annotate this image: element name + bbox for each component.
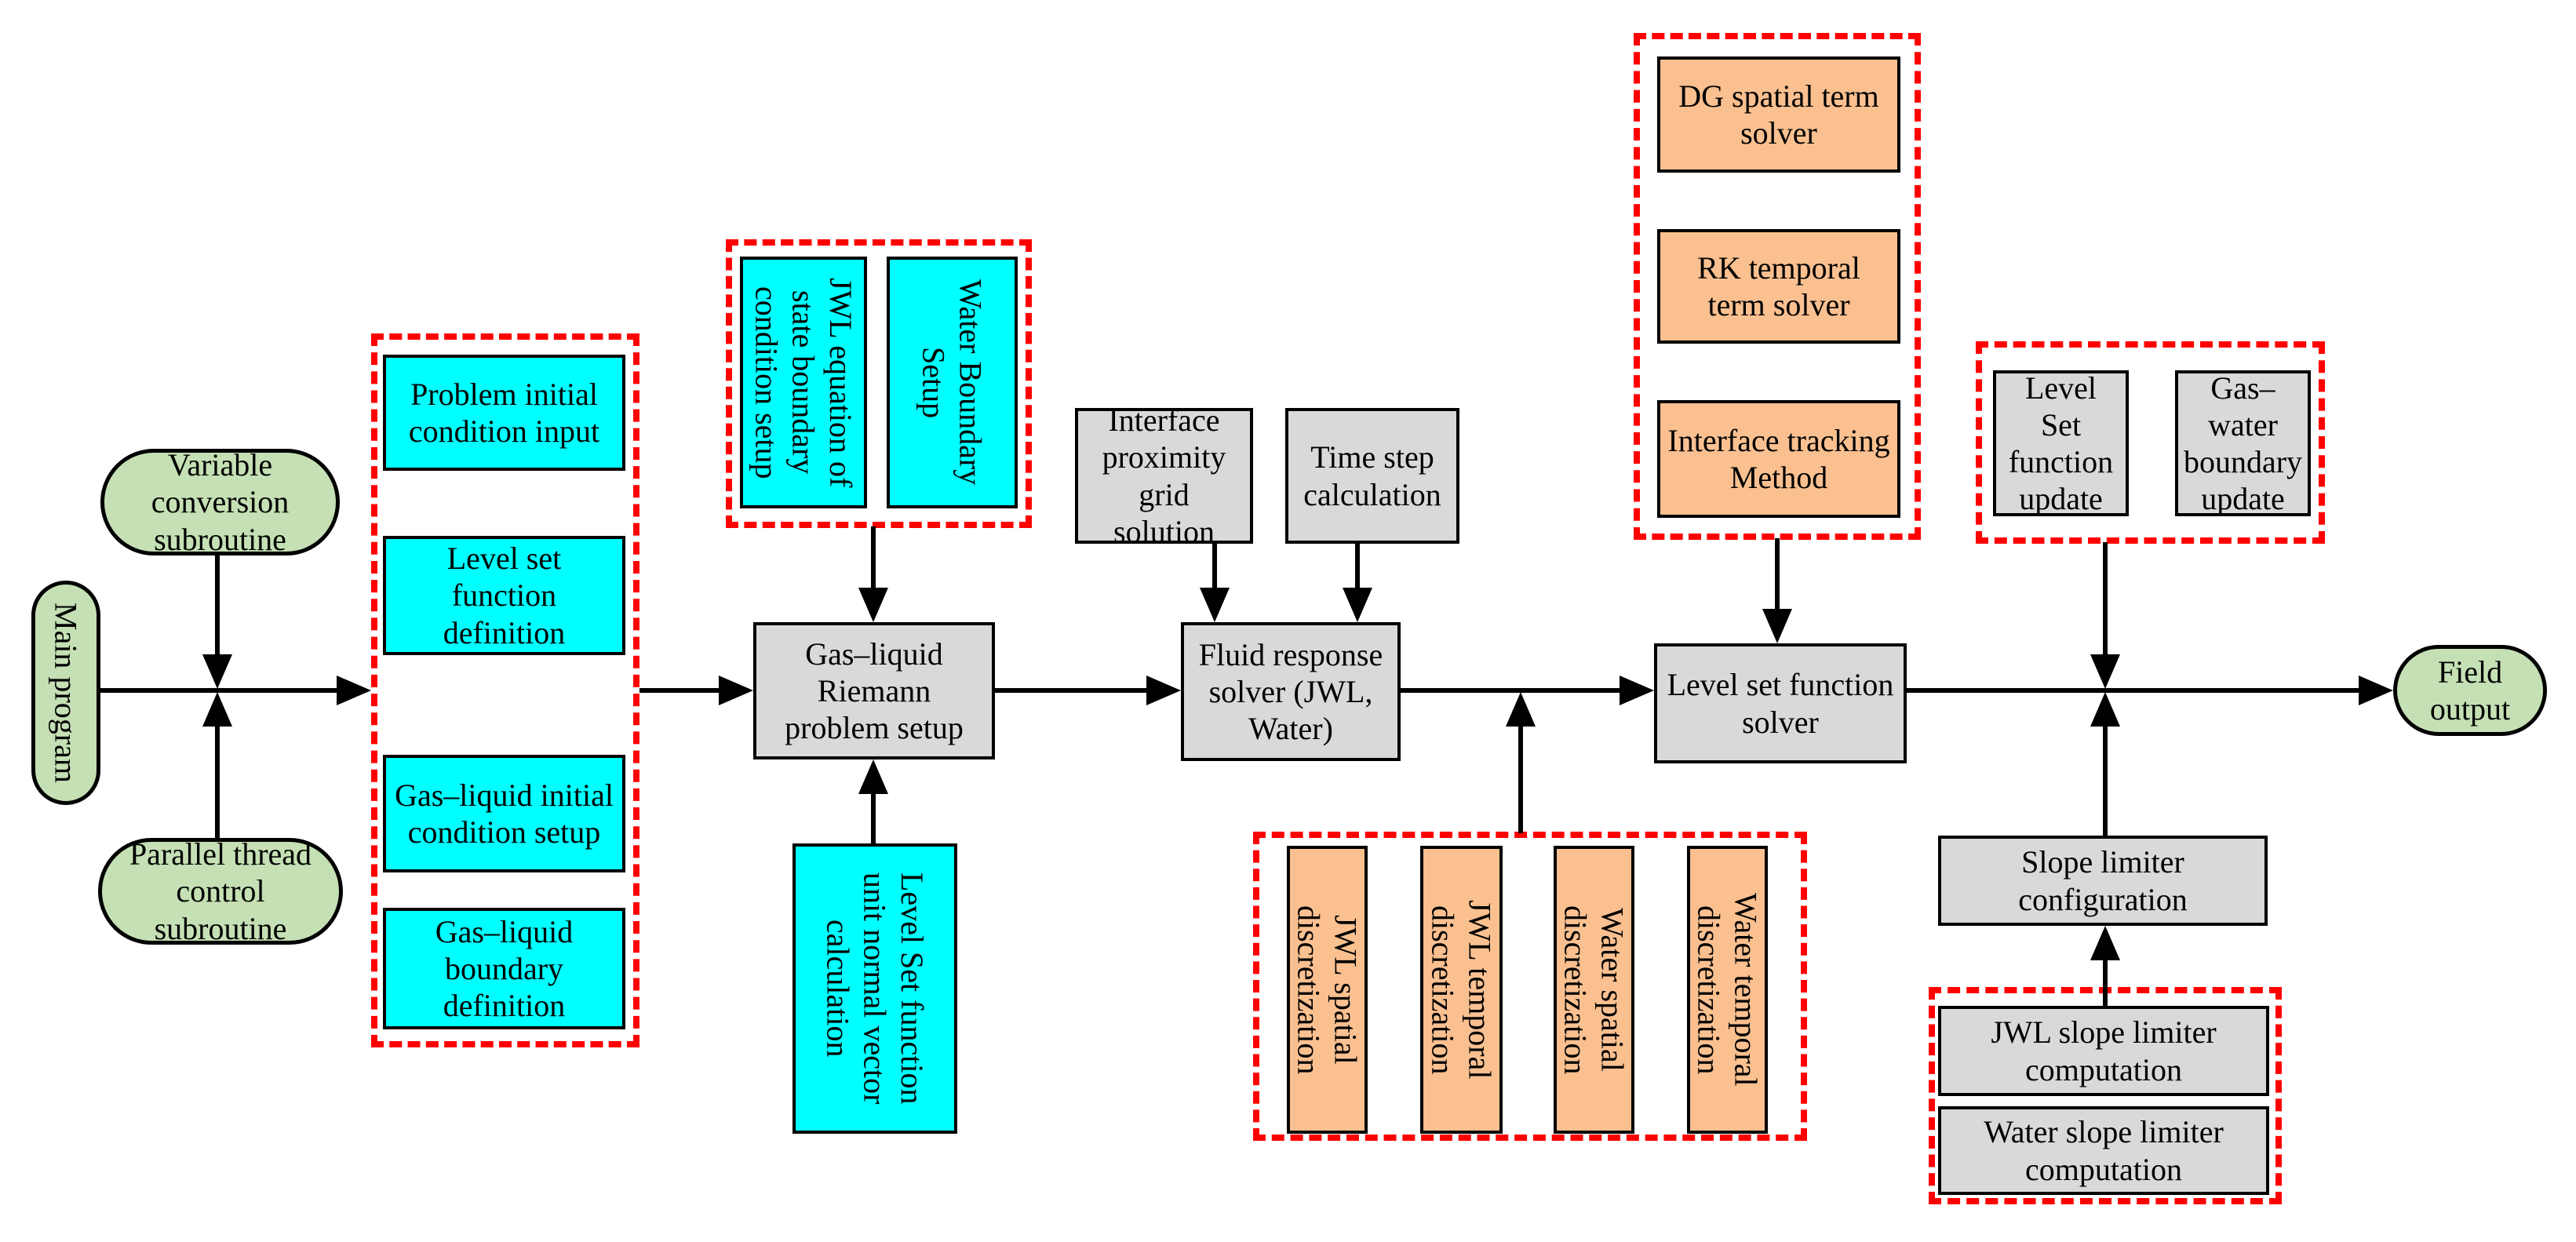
node-jwl-temporal: JWL temporal discretization xyxy=(1420,846,1503,1134)
node-ls-normal-vector: Level Set function unit normal vector ca… xyxy=(792,843,957,1134)
node-variable-conversion: Variable conversion subroutine xyxy=(100,447,340,557)
node-ls-update-label: Level Set function update xyxy=(2008,370,2114,517)
node-gas-liquid-initial: Gas–liquid initial condition setup xyxy=(383,755,625,872)
node-jwl-slope-label: JWL slope limiter computation xyxy=(1991,1014,2217,1087)
node-ls-update: Level Set function update xyxy=(1993,370,2129,516)
arrowhead-term-solvers xyxy=(1762,609,1792,643)
node-interface-tracking-label: Interface tracking Method xyxy=(1667,422,1890,495)
node-level-set-definition: Level set function definition xyxy=(383,536,625,655)
node-gas-water-update: Gas–water boundary update xyxy=(2175,370,2311,516)
node-jwl-eos-boundary-label: JWL equation of state boundary condition… xyxy=(749,277,858,488)
node-gas-liquid-initial-label: Gas–liquid initial condition setup xyxy=(395,777,614,850)
connector-discretization-up xyxy=(1518,723,1523,833)
group-term-solvers xyxy=(1634,33,1921,540)
node-jwl-temporal-label: JWL temporal discretization xyxy=(1425,900,1498,1080)
node-water-temporal: Water temporal discretization xyxy=(1687,846,1768,1134)
arrowhead-variable-conversion xyxy=(202,654,232,689)
group-update xyxy=(1976,341,2325,544)
arrowhead-update xyxy=(2090,654,2120,689)
node-riemann-setup-label: Gas–liquid Riemann problem setup xyxy=(785,636,964,746)
node-rk-temporal: RK temporal term solver xyxy=(1657,229,1900,344)
arrowhead-into-lssolver xyxy=(1620,676,1654,705)
connector-lssolver-to-output xyxy=(1907,688,2362,693)
connector-slope-computation-up xyxy=(2103,957,2108,1006)
node-gas-liquid-boundary-label: Gas–liquid boundary definition xyxy=(435,913,574,1024)
arrowhead-boundary-setup xyxy=(858,588,888,622)
group-discretization xyxy=(1253,832,1807,1141)
node-dg-spatial: DG spatial term solver xyxy=(1657,56,1900,173)
node-slope-config: Slope limiter configuration xyxy=(1938,836,2268,926)
node-time-step-label: Time step calculation xyxy=(1303,439,1441,512)
node-jwl-eos-boundary: JWL equation of state boundary condition… xyxy=(740,257,867,508)
node-problem-initial: Problem initial condition input xyxy=(383,355,625,471)
connector-inputs-to-riemann xyxy=(639,688,722,693)
arrowhead-slope-computation xyxy=(2090,926,2120,960)
node-slope-config-label: Slope limiter configuration xyxy=(2018,844,2188,917)
node-interface-tracking: Interface tracking Method xyxy=(1657,400,1900,518)
node-water-spatial: Water spatial discretization xyxy=(1554,846,1634,1134)
connector-variable-conversion-down xyxy=(215,554,220,657)
node-parallel-thread: Parallel thread control subroutine xyxy=(98,836,343,946)
node-time-step: Time step calculation xyxy=(1285,408,1459,544)
group-boundary-condition-setup xyxy=(726,239,1032,528)
connector-term-solvers-down xyxy=(1775,538,1780,611)
arrowhead-discretization xyxy=(1506,692,1536,727)
node-ls-solver: Level set function solver xyxy=(1654,643,1907,763)
connector-boundary-setup-down xyxy=(871,526,876,590)
arrowhead-into-riemann xyxy=(719,676,753,705)
node-water-slope-label: Water slope limiter computation xyxy=(1984,1114,2224,1187)
node-main-program: Main program xyxy=(31,581,100,805)
node-field-output-label: Field output xyxy=(2429,654,2511,727)
arrowhead-into-output xyxy=(2359,676,2393,705)
node-ls-solver-label: Level set function solver xyxy=(1667,667,1894,740)
node-water-boundary-label: Water Boundary Setup xyxy=(916,279,989,486)
arrowhead-proximity xyxy=(1200,588,1230,622)
node-field-output: Field output xyxy=(2393,645,2547,736)
connector-parallel-thread-up xyxy=(215,723,220,838)
arrowhead-slope-config xyxy=(2090,692,2120,727)
connector-riemann-to-fluid xyxy=(995,688,1150,693)
arrowhead-into-inputs xyxy=(337,676,371,705)
node-riemann-setup: Gas–liquid Riemann problem setup xyxy=(753,622,995,759)
node-rk-temporal-label: RK temporal term solver xyxy=(1697,249,1860,322)
connector-normal-vector-up xyxy=(871,791,876,843)
node-interface-proximity: Interface proximity grid solution xyxy=(1075,402,1253,549)
node-jwl-spatial: JWL spatial discretization xyxy=(1287,846,1368,1134)
node-ls-normal-vector-label: Level Set function unit normal vector ca… xyxy=(820,872,930,1105)
node-parallel-thread-label: Parallel thread control subroutine xyxy=(129,836,312,946)
node-fluid-solver-label: Fluid response solver (JWL, Water) xyxy=(1198,636,1383,747)
connector-main-to-inputs xyxy=(100,688,340,693)
node-water-spatial-label: Water spatial discretization xyxy=(1558,905,1630,1075)
node-jwl-slope: JWL slope limiter computation xyxy=(1938,1006,2269,1096)
node-jwl-spatial-label: JWL spatial discretization xyxy=(1291,905,1364,1075)
node-main-program-label: Main program xyxy=(48,603,84,783)
arrowhead-into-fluid xyxy=(1146,676,1181,705)
connector-timestep-down xyxy=(1355,542,1360,590)
arrowhead-normal-vector xyxy=(858,759,888,794)
connector-proximity-down xyxy=(1212,542,1217,590)
node-water-temporal-label: Water temporal discretization xyxy=(1691,893,1764,1087)
group-initial-condition-inputs xyxy=(371,333,639,1047)
node-fluid-solver: Fluid response solver (JWL, Water) xyxy=(1181,622,1401,761)
arrowhead-timestep xyxy=(1343,588,1372,622)
node-level-set-definition-label: Level set function definition xyxy=(443,541,566,650)
connector-fluid-to-lssolver xyxy=(1401,688,1623,693)
connector-update-down xyxy=(2103,542,2108,657)
arrowhead-parallel-thread xyxy=(202,692,232,727)
node-gas-liquid-boundary: Gas–liquid boundary definition xyxy=(383,908,625,1029)
connector-slope-config-up xyxy=(2103,723,2108,836)
node-interface-proximity-label: Interface proximity grid solution xyxy=(1102,402,1226,549)
node-problem-initial-label: Problem initial condition input xyxy=(408,376,600,449)
node-water-boundary: Water Boundary Setup xyxy=(887,257,1018,508)
node-dg-spatial-label: DG spatial term solver xyxy=(1678,78,1879,151)
node-gas-water-update-label: Gas–water boundary update xyxy=(2183,370,2303,517)
node-water-slope: Water slope limiter computation xyxy=(1938,1106,2269,1195)
node-variable-conversion-label: Variable conversion subroutine xyxy=(151,447,290,557)
